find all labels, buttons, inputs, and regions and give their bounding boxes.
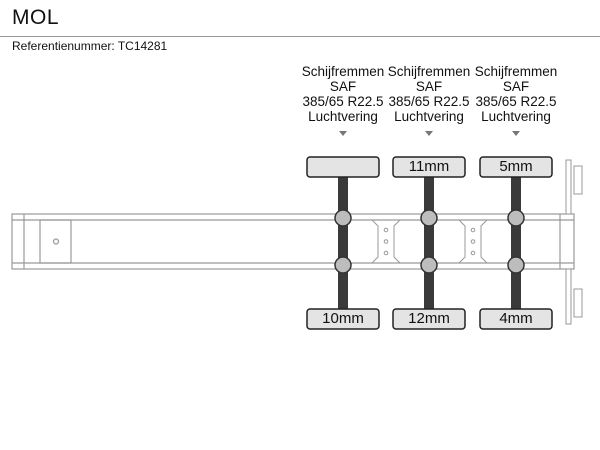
axle-1-suspension: Luchtvering <box>308 109 378 124</box>
axle-3-lower-hub <box>507 256 525 274</box>
axle-3 <box>479 156 553 330</box>
axle-3-arrow <box>512 131 520 136</box>
rear-fixtures <box>565 159 583 325</box>
axle-2-brand: SAF <box>415 79 443 94</box>
axle-1-tire-size: 385/65 R22.5 <box>302 94 384 109</box>
axle-arrows <box>339 131 520 136</box>
reference-number: Referentienummer: TC14281 <box>12 39 168 53</box>
axle-2-arrow <box>425 131 433 136</box>
axle-2-tire-size: 385/65 R22.5 <box>388 94 470 109</box>
axle-3-top-tire <box>479 156 553 178</box>
cross-members <box>371 219 488 264</box>
axle-2-top-tread: 11mm <box>408 158 450 175</box>
axle-2-top-tire <box>392 156 466 178</box>
axle-3-top-tread: 5mm <box>499 158 533 175</box>
axle-2-brake: Schijfremmen <box>387 64 471 79</box>
axle-3-brand: SAF <box>502 79 530 94</box>
axle-2-suspension: Luchtvering <box>394 109 464 124</box>
axle-2-bottom-tire <box>392 308 466 330</box>
axle-3-brake: Schijfremmen <box>474 64 558 79</box>
axle-2-spec: Schijfremmen SAF 385/65 R22.5 Luchtverin… <box>384 64 474 124</box>
axle-3-tire-size: 385/65 R22.5 <box>475 94 557 109</box>
axle-3-bottom-tire <box>479 308 553 330</box>
axle-1-brake: Schijfremmen <box>301 64 385 79</box>
axle-3-spec: Schijfremmen SAF 385/65 R22.5 Luchtverin… <box>471 64 561 124</box>
axle-1-brand: SAF <box>329 79 357 94</box>
axle-1-spec: Schijfremmen SAF 385/65 R22.5 Luchtverin… <box>298 64 388 124</box>
axle-1 <box>306 156 380 330</box>
axle-2 <box>392 156 466 330</box>
page-title: MOL <box>12 6 60 29</box>
axle-1-bottom-tread: 10mm <box>322 310 364 327</box>
axle-1-lower-hub <box>334 256 352 274</box>
axle-1-arrow <box>339 131 347 136</box>
header-divider <box>0 36 600 37</box>
axle-2-upper-hub <box>420 209 438 227</box>
axle-3-bottom-tread: 4mm <box>499 310 533 327</box>
axle-2-lower-hub <box>420 256 438 274</box>
axle-3-suspension: Luchtvering <box>481 109 551 124</box>
axle-1-bottom-tire <box>306 308 380 330</box>
axle-2-bottom-tread: 12mm <box>408 310 450 327</box>
chassis-frame <box>11 213 575 270</box>
axle-1-top-tire <box>306 156 380 178</box>
axle-3-upper-hub <box>507 209 525 227</box>
axle-1-upper-hub <box>334 209 352 227</box>
